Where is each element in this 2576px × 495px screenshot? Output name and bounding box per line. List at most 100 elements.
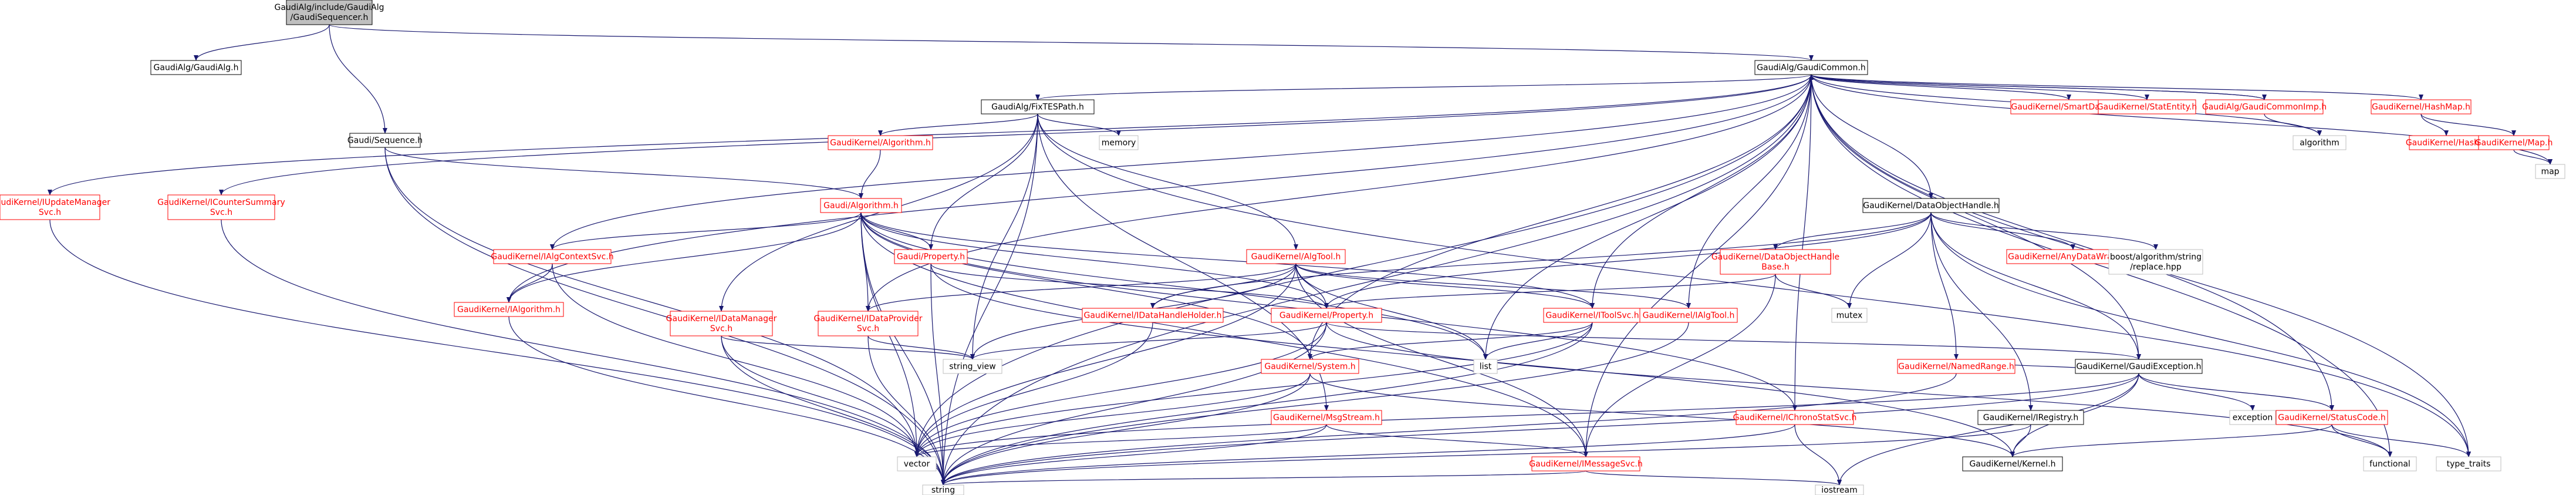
node-hashmap[interactable]: GaudiKernel/HashMap.h	[2371, 99, 2472, 115]
node-box-iostream	[1815, 484, 1864, 495]
node-label-idatamanager-0: GaudiKernel/IDataManager	[666, 314, 777, 324]
node-label-ialgtool-0: GaudiKernel/IAlgTool.h	[1643, 311, 1735, 321]
edge-hashmap-to-hash	[2420, 113, 2449, 136]
node-label-gaudicommon-0: GaudiAlg/GaudiCommon.h	[1757, 63, 1866, 73]
node-algtool[interactable]: GaudiKernel/AlgTool.h	[1246, 249, 1346, 264]
node-gaudialg[interactable]: GaudiAlg/GaudiAlg.h	[150, 60, 242, 75]
node-box-algtool	[1246, 249, 1346, 264]
node-string_view[interactable]: string_view	[943, 359, 1002, 374]
node-system[interactable]: GaudiKernel/System.h	[1261, 359, 1359, 374]
node-gaudicommonimp[interactable]: GaudiAlg/GaudiCommonImp.h	[2202, 99, 2327, 115]
edge-gaudi_algorithm-to-gk_property	[860, 212, 1329, 309]
edge-gaudicommon-to-hashmap	[1811, 74, 2423, 100]
node-map_std[interactable]: map	[2535, 164, 2565, 179]
node-label-string_view-0: string_view	[949, 362, 995, 372]
node-label-root-0: GaudiAlg/include/GaudiAlg	[274, 3, 384, 12]
node-label-smartdataptr-0: GaudiKernel/SmartDataPtr.h	[2011, 103, 2126, 112]
edge-algtool-to-ialgtool	[1295, 263, 1691, 309]
node-namedrange[interactable]: GaudiKernel/NamedRange.h	[1897, 359, 2015, 374]
node-hash[interactable]: GaudiKernel/Hash.h	[2406, 135, 2487, 150]
node-vector[interactable]: vector	[897, 456, 937, 472]
node-boost_replace[interactable]: boost/algorithm/string/replace.hpp	[2108, 249, 2203, 275]
node-statentity[interactable]: GaudiKernel/StatEntity.h	[2097, 99, 2197, 115]
node-statuscode[interactable]: GaudiKernel/StatusCode.h	[2275, 410, 2388, 425]
node-mutex[interactable]: mutex	[1831, 308, 1868, 323]
edge-ialgcontextsvc-to-ialgorithm	[507, 263, 553, 303]
node-label-gaudi_property-0: Gaudi/Property.h	[897, 252, 965, 262]
node-gaudi_algorithm[interactable]: Gaudi/Algorithm.h	[820, 198, 902, 213]
edge-gaudi_algorithm-to-ialgorithm	[507, 212, 862, 303]
node-gaudi_property[interactable]: Gaudi/Property.h	[894, 249, 968, 264]
edge-fixtespath-to-ialgorithm_top	[878, 113, 1038, 136]
node-box-gk_property	[1271, 308, 1382, 323]
edge-ichronostatsvc-to-string	[941, 424, 1795, 486]
node-iostream[interactable]: iostream	[1815, 484, 1864, 495]
edge-gaudi_algorithm-to-system	[860, 212, 1312, 360]
node-ialgtool[interactable]: GaudiKernel/IAlgTool.h	[1639, 308, 1738, 323]
node-gk_property[interactable]: GaudiKernel/Property.h	[1271, 308, 1382, 323]
node-label-msgstream-0: GaudiKernel/MsgStream.h	[1273, 413, 1380, 423]
node-box-ichronostatsvc	[1736, 410, 1854, 425]
edge-gk_property-to-gaudiexception	[1326, 322, 2141, 360]
edge-gaudiexception-to-statuscode	[2138, 373, 2334, 411]
node-label-sequence-0: Gaudi/Sequence.h	[347, 136, 423, 146]
node-memory[interactable]: memory	[1099, 135, 1139, 150]
node-ialgorithm_top[interactable]: GaudiKernel/Algorithm.h	[828, 135, 933, 150]
node-label-boost_replace-1: /replace.hpp	[2130, 262, 2182, 272]
node-root: GaudiAlg/include/GaudiAlg/GaudiSequencer…	[274, 0, 384, 25]
edge-iregistry-to-string	[941, 424, 2031, 486]
edge-gaudi_property-to-string	[930, 263, 946, 486]
node-label-map_std-0: map	[2541, 167, 2559, 177]
node-string[interactable]: string	[922, 484, 964, 495]
node-box-memory	[1099, 135, 1139, 150]
node-list[interactable]: list	[1473, 359, 1498, 374]
node-label-namedrange-0: GaudiKernel/NamedRange.h	[1898, 362, 2014, 372]
node-label-root-1: /GaudiSequencer.h	[291, 13, 369, 22]
edge-gaudiexception-to-vector	[914, 373, 2139, 457]
node-msgstream[interactable]: GaudiKernel/MsgStream.h	[1271, 410, 1382, 425]
node-label-anydatawrapper-0: GaudiKernel/AnyDataWrapper.h	[2008, 252, 2138, 262]
node-map_h[interactable]: GaudiKernel/Map.h	[2475, 135, 2553, 150]
node-label-iupdatemgr-0: GaudiKernel/IUpdateManager	[0, 198, 110, 207]
edge-statuscode-to-kernel	[2010, 424, 2332, 457]
node-kernel[interactable]: GaudiKernel/Kernel.h	[1962, 456, 2063, 472]
node-box-gaudi_property	[894, 249, 968, 264]
edge-system-to-string	[941, 373, 1311, 486]
node-imessagesvc[interactable]: GaudiKernel/IMessageSvc.h	[1529, 456, 1643, 472]
edge-dataobjecthandle-to-gaudiexception	[1930, 212, 2141, 360]
node-gaudiexception[interactable]: GaudiKernel/GaudiException.h	[2075, 359, 2203, 374]
edge-gaudicommon-to-gaudiexception	[1811, 74, 2141, 360]
node-label-statuscode-0: GaudiKernel/StatusCode.h	[2278, 413, 2386, 423]
node-functional[interactable]: functional	[2363, 456, 2417, 472]
node-label-gk_property-0: GaudiKernel/Property.h	[1279, 311, 1373, 321]
node-algorithm_std[interactable]: algorithm	[2293, 135, 2347, 150]
node-iregistry[interactable]: GaudiKernel/IRegistry.h	[1977, 410, 2084, 425]
node-box-gaudicommon	[1754, 60, 1868, 75]
node-ichronostatsvc[interactable]: GaudiKernel/IChronoStatSvc.h	[1733, 410, 1857, 425]
node-gaudicommon[interactable]: GaudiAlg/GaudiCommon.h	[1754, 60, 1868, 75]
edge-idatamanager-to-string_view	[721, 335, 975, 360]
node-fixtespath[interactable]: GaudiAlg/FixTESPath.h	[981, 99, 1095, 115]
node-ialgcontextsvc[interactable]: GaudiKernel/IAlgContextSvc.h	[491, 249, 614, 264]
node-label-gaudi_algorithm-0: Gaudi/Algorithm.h	[823, 201, 899, 211]
node-idatahandleholder[interactable]: GaudiKernel/IDataHandleHolder.h	[1082, 308, 1224, 323]
edge-dataobjecthandle-to-anydatawrapper	[1930, 212, 2075, 250]
node-itoolsvc[interactable]: GaudiKernel/IToolSvc.h	[1543, 308, 1642, 323]
edge-gk_property-to-functional	[1326, 322, 2392, 457]
edge-ialgorithm_top-to-gaudi_algorithm	[859, 149, 881, 199]
node-ialgorithm[interactable]: GaudiKernel/IAlgorithm.h	[454, 302, 564, 317]
node-sequence[interactable]: Gaudi/Sequence.h	[347, 133, 423, 148]
node-box-idataprovider	[818, 311, 919, 336]
edge-msgstream-to-imessagesvc	[1326, 424, 1588, 457]
edge-gaudicommon-to-ialgorithm	[507, 74, 1812, 303]
node-exception[interactable]: exception	[2229, 410, 2276, 425]
node-dataobjecthandle[interactable]: GaudiKernel/DataObjectHandle.h	[1862, 198, 2000, 213]
node-type_traits[interactable]: type_traits	[2436, 456, 2501, 472]
edge-algtool-to-list	[1295, 263, 1488, 360]
